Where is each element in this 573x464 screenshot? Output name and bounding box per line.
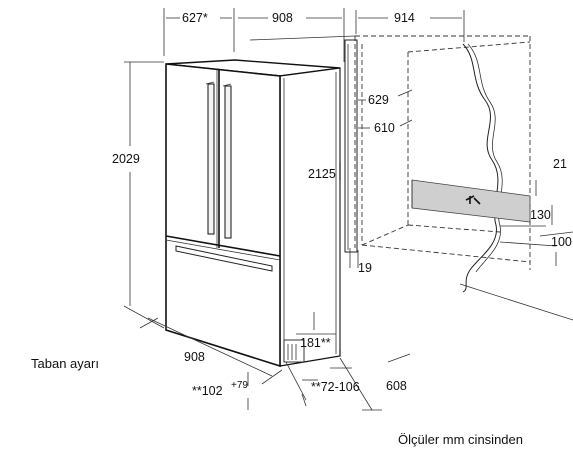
dim-foot-sup: +79 [231,380,248,391]
dim-niche-depth: 608 [386,379,407,393]
dim-side-gap: 19 [358,261,372,275]
dim-base-height: 181** [300,336,331,350]
dim-total-height: 2125 [308,167,336,181]
dim-foot-main: **102 [192,384,223,398]
vent-grille [411,179,531,223]
dim-top-depth: 627* [182,11,208,25]
side-panel [344,39,358,253]
dimension-lines [123,8,557,411]
dim-door-depth-1: 629 [368,93,389,107]
units-note: Ölçüler mm cinsinden [398,432,523,447]
dim-body-height: 2029 [112,152,140,166]
refrigerator [165,59,341,368]
dim-bottom-width: 908 [184,350,205,364]
niche-outline [249,35,573,321]
dim-niche-height: 21 [553,157,567,171]
dim-niche-width: 914 [394,11,415,25]
dim-vent-height: 130 [530,208,551,222]
dim-door-depth-2: 610 [374,121,395,135]
dim-adjust-range: **72-106 [311,380,360,394]
dim-vent-bottom: 100 [551,235,572,249]
dim-top-width: 908 [272,11,293,25]
wall-break-line [462,43,499,293]
base-adjust-label: Taban ayarı [31,356,99,371]
